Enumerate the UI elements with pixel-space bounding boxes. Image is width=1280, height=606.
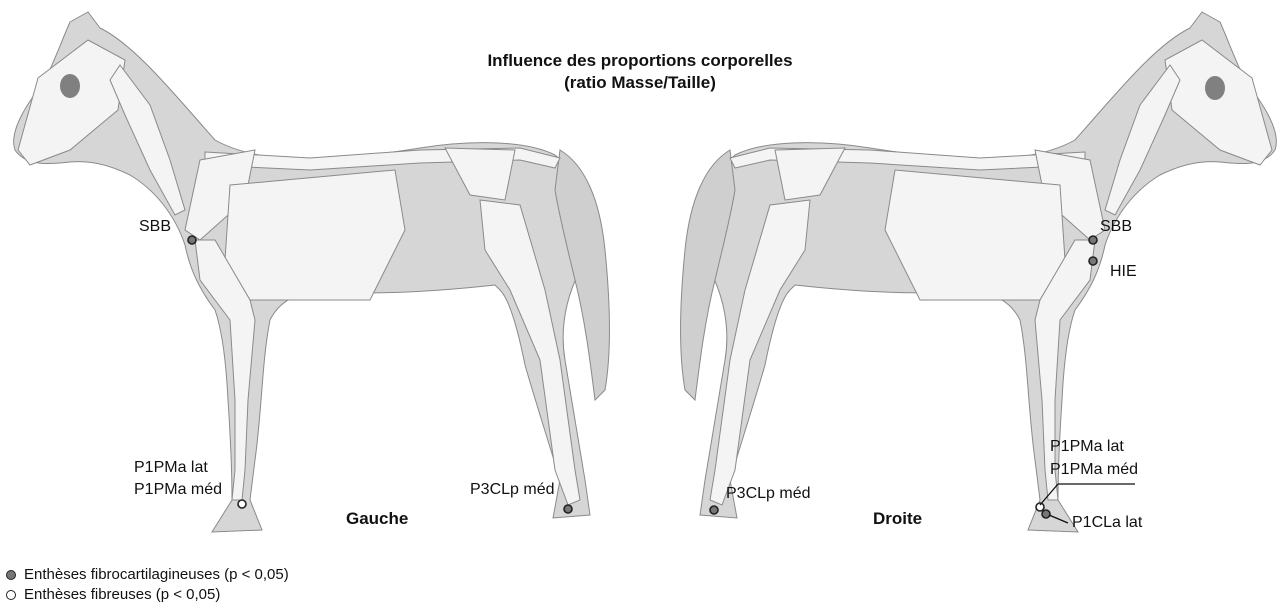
side-label-left: Gauche	[346, 509, 408, 529]
marker-right-p3clp	[710, 506, 718, 514]
label-right-p1pma-med: P1PMa méd	[1050, 461, 1138, 479]
side-label-right: Droite	[873, 509, 922, 529]
figure-title-line2: (ratio Masse/Taille)	[420, 72, 860, 94]
figure-title: Influence des proportions corporelles (r…	[420, 50, 860, 94]
legend-item-fibrocartilaginous: Enthèses fibrocartilagineuses (p < 0,05)	[6, 566, 289, 583]
right-ribcage	[885, 170, 1065, 300]
label-right-sbb: SBB	[1100, 218, 1132, 236]
legend-label-fibrocartilaginous: Enthèses fibrocartilagineuses (p < 0,05)	[24, 566, 289, 583]
marker-right-sbb	[1089, 236, 1097, 244]
fibrocartilaginous-marker-icon	[6, 570, 16, 580]
marker-left-sbb	[188, 236, 196, 244]
right-eye	[1205, 76, 1225, 100]
marker-right-hie	[1089, 257, 1097, 265]
label-left-p1pma-lat: P1PMa lat	[134, 459, 208, 477]
marker-right-p1cla	[1042, 510, 1050, 518]
left-eye	[60, 74, 80, 98]
legend-item-fibrous: Enthèses fibreuses (p < 0,05)	[6, 586, 220, 603]
left-ribcage	[225, 170, 405, 300]
figure-title-line1: Influence des proportions corporelles	[420, 50, 860, 72]
label-right-hie: HIE	[1110, 263, 1137, 281]
label-left-p1pma-med: P1PMa méd	[134, 481, 222, 499]
legend-label-fibrous: Enthèses fibreuses (p < 0,05)	[24, 586, 220, 603]
label-right-p3clp-med: P3CLp méd	[726, 485, 811, 503]
label-right-p1cla-lat: P1CLa lat	[1072, 514, 1142, 532]
label-left-sbb: SBB	[139, 218, 171, 236]
label-right-p1pma-lat: P1PMa lat	[1050, 438, 1124, 456]
label-left-p3clp-med: P3CLp méd	[470, 481, 555, 499]
marker-left-p3clp	[564, 505, 572, 513]
marker-left-p1pma	[238, 500, 246, 508]
fibrous-marker-icon	[6, 590, 16, 600]
